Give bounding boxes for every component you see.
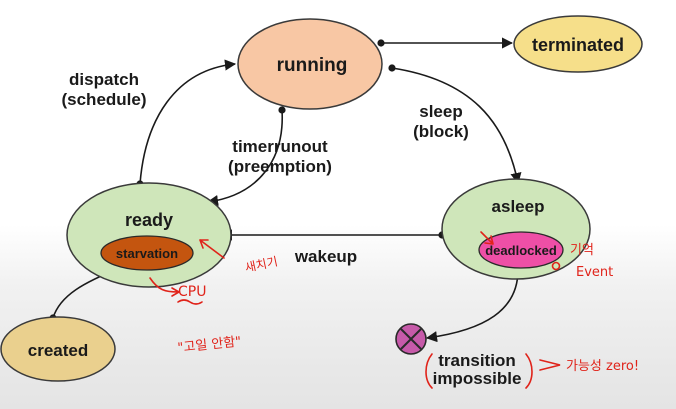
state-asleep: asleep deadlocked bbox=[441, 178, 591, 280]
label-sleep: sleep bbox=[419, 102, 462, 121]
state-running: running bbox=[237, 18, 383, 110]
state-running-label: running bbox=[277, 55, 348, 76]
edge-dispatch bbox=[136, 59, 237, 188]
annotation-arrow-starvation bbox=[199, 239, 225, 259]
state-terminated-label: terminated bbox=[532, 35, 624, 55]
label-wakeup: wakeup bbox=[294, 247, 357, 266]
label-impossible: impossible bbox=[433, 369, 522, 388]
state-terminated: terminated bbox=[513, 15, 643, 73]
label-transition: transition bbox=[438, 351, 515, 370]
state-asleep-label: asleep bbox=[492, 197, 545, 216]
annotation-hangul-1: 새치기 bbox=[244, 254, 279, 275]
state-starvation-label: starvation bbox=[116, 246, 178, 261]
state-created-label: created bbox=[28, 341, 88, 360]
annotation-arrow-deadlocked bbox=[480, 231, 494, 245]
edge-timerrunout bbox=[206, 106, 286, 207]
label-timerrunout: timerrunout bbox=[232, 137, 328, 156]
handwritten-annotations bbox=[149, 231, 561, 389]
label-preemption: (preemption) bbox=[228, 157, 332, 176]
state-deadlocked-label: deadlocked bbox=[485, 243, 557, 258]
annotation-hangul-4: 가능성 zero! bbox=[566, 359, 639, 374]
annotation-hangul-3: 기억 bbox=[570, 243, 594, 258]
annotation-arrow-zero bbox=[539, 359, 561, 371]
label-dispatch: dispatch bbox=[69, 70, 139, 89]
edge-deadlocked-impossible bbox=[425, 266, 522, 343]
annotation-hangul-2: "고일 안함" bbox=[177, 334, 242, 356]
label-block: (block) bbox=[413, 122, 469, 141]
edge-sleep bbox=[388, 64, 522, 185]
state-ready-label: ready bbox=[125, 210, 173, 230]
annotation-event: Event bbox=[576, 265, 613, 280]
impossible-icon bbox=[395, 323, 427, 355]
annotation-bracket-left bbox=[425, 353, 433, 389]
annotation-bracket-right bbox=[525, 353, 533, 389]
annotation-cpu-arrow bbox=[149, 277, 181, 297]
label-schedule: (schedule) bbox=[61, 90, 146, 109]
state-created: created bbox=[0, 316, 116, 382]
annotation-cpu: CPU bbox=[178, 284, 206, 300]
state-ready: ready starvation bbox=[66, 182, 232, 288]
annotation-squiggle-1 bbox=[177, 299, 203, 305]
annotation-dot bbox=[551, 261, 561, 271]
